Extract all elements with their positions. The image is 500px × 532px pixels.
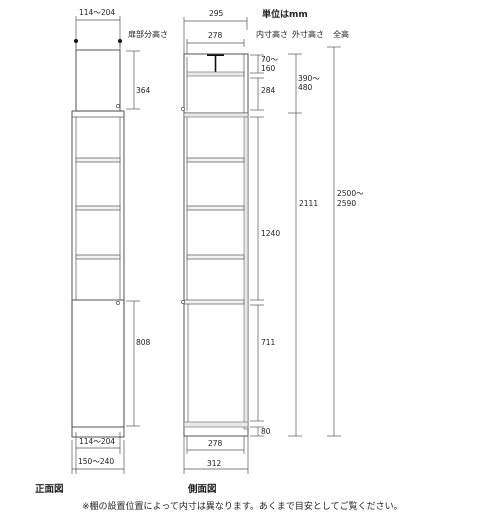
total-height-label-part: 2500～ [337,189,364,198]
front-outer-width-label: 150～240 [78,457,114,466]
middle-inner-height-label: 1240 [261,229,280,238]
inner-height-column-header: 内寸高さ [256,29,288,39]
side-shelf [186,157,245,163]
lower-door-knob-icon [116,301,120,305]
outer-height-column-header: 外寸高さ [292,29,324,39]
upper-outer-label-part: 390～ [298,74,320,83]
upper-outer-label-part: 480 [298,83,313,92]
front-shelf [75,205,121,211]
side-upper-knob-icon [181,107,185,111]
front-shelf [75,254,121,260]
lower-door-height-label: 808 [136,338,151,347]
lower-inner-height-label: 711 [261,338,276,347]
top-gap-label-part: 70～ [261,55,279,64]
door-height-column-header: 扉部分高さ [128,29,168,39]
side-lower-knob-icon [181,300,185,304]
side-bottom-board [183,421,249,428]
side-top-outer-depth-label: 295 [209,9,224,18]
front-right-bolt-icon [118,39,122,43]
side-top-board [186,71,245,77]
front-upper-door [75,49,121,112]
side-back-panel [243,116,249,430]
footnote: ※棚の設置位置によって内寸は異なります。あくまで目安としてご覧ください。 [82,500,403,512]
front-inner-width-label: 114～204 [79,437,115,446]
side-divider-shelf [183,299,245,305]
side-view-caption: 側面図 [187,483,217,495]
top-gap-label-part: 160 [261,64,276,73]
total-height-label-part: 2590 [337,199,356,208]
front-shelf [75,157,121,163]
front-view: 114～204 364 808 [35,8,151,495]
unit-label: 単位はmm [262,8,308,20]
front-lower-door [71,299,125,428]
total-height-column-header: 全高 [333,29,349,39]
upper-inner-height-label: 284 [261,86,276,95]
front-view-caption: 正面図 [35,484,64,495]
front-left-bolt-icon [74,39,78,43]
side-bottom-inner-depth-label: 278 [208,439,223,448]
front-top-width-label: 114～204 [79,8,115,17]
upper-door-knob-icon [116,104,120,108]
side-top-inner-depth-label: 278 [208,31,223,40]
side-shelf [186,254,245,260]
front-cabinet-frame [71,110,125,438]
side-view: 295 278 70～ 160 [181,9,364,495]
cabinet-outer-height-label: 2111 [299,199,318,208]
side-shelf [186,205,245,211]
side-bottom-outer-depth-label: 312 [207,459,222,468]
plinth-height-label: 80 [261,427,271,436]
upper-door-height-label: 364 [136,86,151,95]
